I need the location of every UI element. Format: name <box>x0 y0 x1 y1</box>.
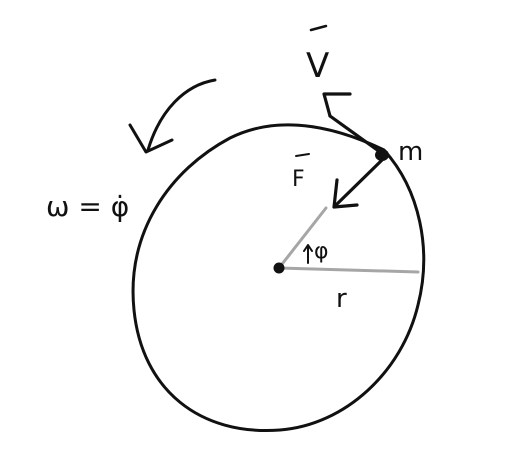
velocity-vector-bar <box>309 24 328 32</box>
radius-line-to-mass <box>277 206 328 270</box>
force-label: F <box>292 167 305 192</box>
angle-label: φ <box>314 239 329 264</box>
rotation-arrowhead <box>128 123 174 154</box>
mass-label: m <box>398 137 423 167</box>
velocity-arrowhead <box>322 92 352 118</box>
rotation-arrow-arc <box>146 78 217 152</box>
circle-path <box>131 123 426 433</box>
force-vector-bar <box>295 153 310 157</box>
velocity-arrow-shaft <box>328 114 382 154</box>
radius-label: r <box>336 284 347 314</box>
radius-line-horizontal <box>277 266 420 274</box>
velocity-label: V <box>306 46 329 86</box>
force-arrowhead <box>332 178 359 209</box>
force-arrow-shaft <box>334 158 384 207</box>
angle-marker-arrow <box>303 244 313 264</box>
omega-label: ω = φ̇ <box>46 190 129 223</box>
center-point <box>273 262 285 274</box>
